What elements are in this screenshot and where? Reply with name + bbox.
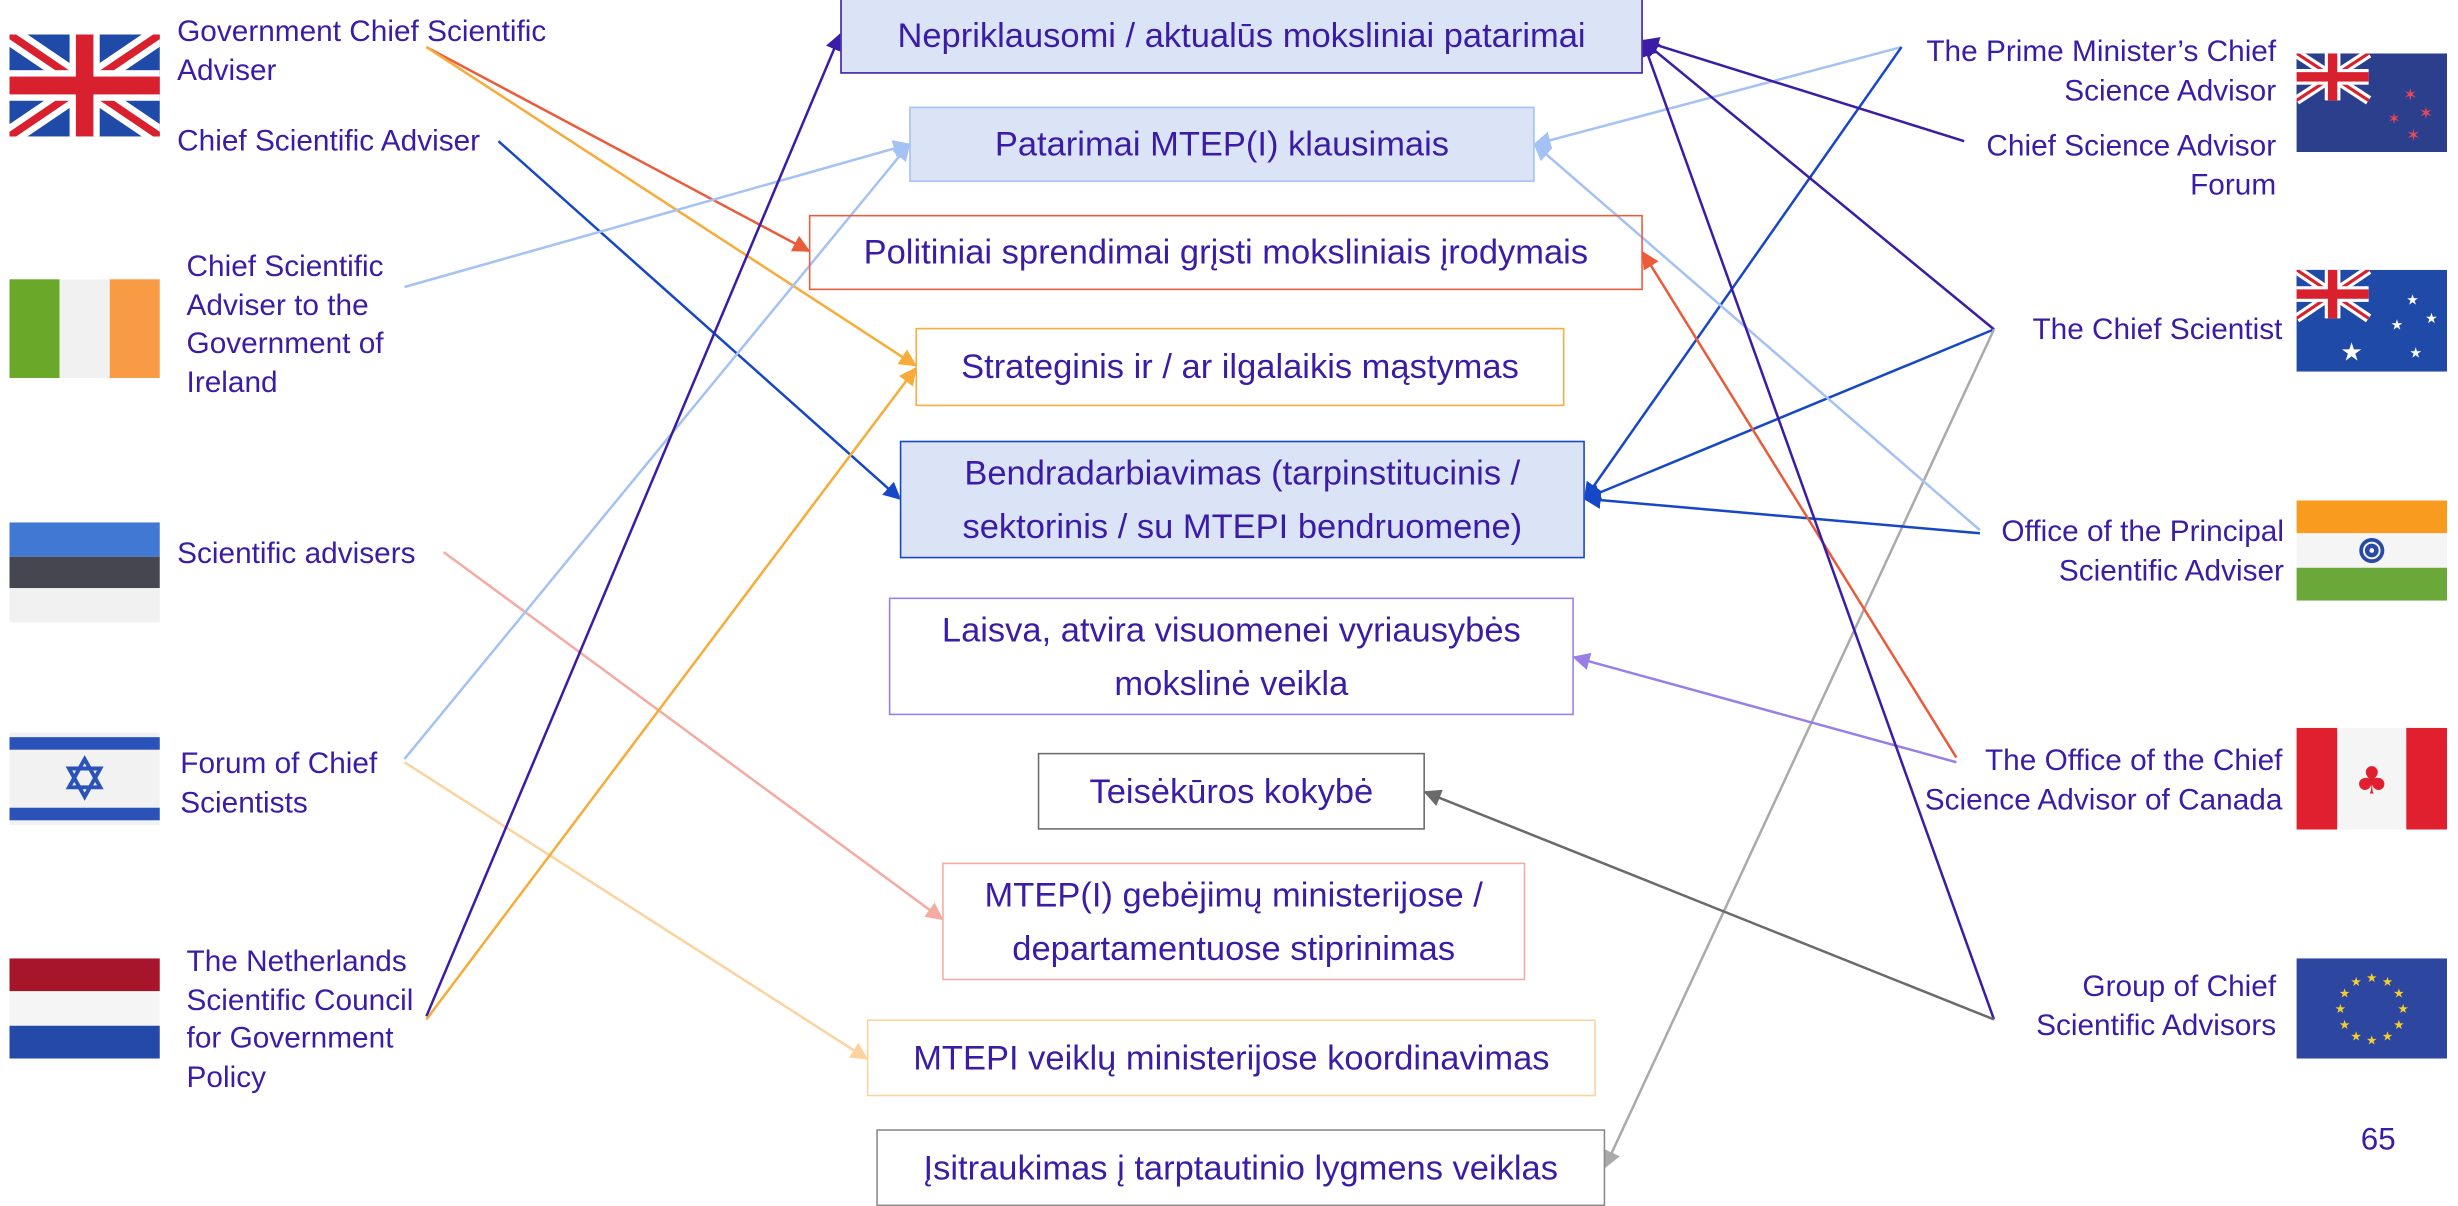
box-independent-advice: Nepriklausomi / aktualūs moksliniai pata…	[840, 0, 1643, 74]
page-number: 65	[2360, 1122, 2396, 1158]
svg-text:★: ★	[2382, 974, 2393, 989]
svg-text:✶: ✶	[2406, 126, 2420, 146]
link-israel-to-coordination	[403, 761, 869, 1060]
label-nz-csa-forum: Chief Science Advisor Forum	[1986, 130, 2277, 202]
european-union-flag: ★★★★★★★★★★★★	[2296, 958, 2448, 1059]
label-nz-pm-csa: The Prime Minister’s Chief Science Advis…	[1926, 36, 2277, 108]
australia-flag: ★ ★ ★ ★ ★	[2296, 269, 2448, 372]
svg-text:★: ★	[2382, 1028, 2393, 1043]
box-legislation-quality: Teisėkūros kokybė	[1037, 752, 1425, 830]
svg-text:★: ★	[2391, 317, 2404, 333]
svg-text:★: ★	[2393, 1017, 2404, 1032]
box-rdi-advice: Patarimai MTEP(I) klausimais	[909, 106, 1535, 182]
svg-text:★: ★	[2339, 1017, 2350, 1032]
link-ireland-to-rdi	[404, 140, 911, 289]
link-eu-to-legislation	[1423, 789, 1995, 1021]
svg-text:★: ★	[2335, 1001, 2346, 1016]
link-nz-pm-to-rdi	[1532, 45, 1902, 149]
label-israel-forum: Forum of Chief Scientists	[180, 748, 378, 820]
svg-text:✶: ✶	[2403, 85, 2417, 105]
link-india-to-rdi	[1533, 143, 1981, 532]
india-flag	[2296, 500, 2448, 601]
link-au-to-international	[1603, 328, 1996, 1169]
canada-flag: ♣	[2296, 727, 2448, 830]
link-estonia-to-capacity	[442, 551, 944, 921]
link-netherlands-to-strategic	[425, 367, 917, 1021]
svg-text:★: ★	[2366, 970, 2377, 985]
box-open-science: Laisva, atvira visuomenei vyriausybės mo…	[888, 597, 1574, 716]
label-canada-csa-office: The Office of the Chief Science Advisor …	[1924, 744, 2283, 817]
link-au-to-collaboration	[1583, 328, 1995, 501]
link-eu-to-independent	[1639, 39, 1996, 1020]
label-ireland-csa: Chief Scientific Adviser to the Governme…	[186, 250, 384, 400]
ireland-flag	[9, 279, 160, 378]
svg-text:★: ★	[2406, 292, 2419, 308]
svg-text:★: ★	[2339, 985, 2350, 1000]
svg-text:★: ★	[2366, 1033, 2377, 1048]
estonia-flag	[9, 522, 160, 623]
svg-text:★: ★	[2425, 311, 2438, 327]
link-nz-pm-to-collaboration	[1583, 46, 1903, 501]
svg-text:✶: ✶	[2387, 109, 2400, 128]
box-coordination: MTEPI veiklų ministerijose koordinavimas	[866, 1019, 1596, 1097]
svg-text:★: ★	[2398, 1001, 2409, 1016]
label-eu-gcsa: Group of Chief Scientific Advisors	[2036, 970, 2277, 1043]
svg-text:★: ★	[2350, 974, 2361, 989]
link-netherlands-to-independent	[425, 32, 843, 1017]
link-uk-csa-to-collaboration	[497, 140, 902, 500]
link-canada-to-open-science	[1572, 652, 1957, 764]
box-evidence-based-policy: Politiniai sprendimai grįsti moksliniais…	[808, 214, 1643, 291]
link-uk-gcsa-to-evidence	[425, 45, 811, 253]
netherlands-flag	[9, 958, 160, 1059]
box-collaboration: Bendradarbiavimas (tarpinstitucinis / se…	[899, 440, 1585, 559]
svg-text:♣: ♣	[2355, 759, 2389, 803]
link-india-to-collaboration	[1583, 491, 1980, 535]
svg-text:✶: ✶	[2419, 104, 2433, 124]
new-zealand-flag: ✶ ✶ ✶ ✶	[2296, 53, 2448, 153]
box-international-engagement: Įsitraukimas į tarptautinio lygmens veik…	[876, 1129, 1606, 1206]
label-india-psa: Office of the Principal Scientific Advis…	[2001, 516, 2284, 588]
svg-text:★: ★	[2409, 346, 2422, 362]
link-uk-gcsa-to-strategic	[425, 46, 917, 367]
link-au-to-independent	[1641, 39, 1995, 331]
link-nz-forum-to-independent	[1641, 37, 1965, 143]
box-capacity-building: MTEP(I) gebėjimų ministerijose / departa…	[942, 862, 1526, 981]
label-netherlands-council: The Netherlands Scientific Council for G…	[186, 945, 414, 1094]
united-kingdom-flag	[9, 34, 160, 137]
label-australia-chief-scientist: The Chief Scientist	[2032, 313, 2283, 347]
label-estonia-advisers: Scientific advisers	[177, 537, 416, 571]
label-uk-csa: Chief Scientific Adviser	[177, 125, 481, 159]
link-canada-to-evidence	[1641, 251, 1958, 759]
box-strategic-thinking: Strateginis ir / ar ilgalaikis mąstymas	[915, 327, 1565, 407]
svg-text:★: ★	[2393, 985, 2404, 1000]
svg-text:★: ★	[2340, 338, 2362, 367]
link-israel-to-rdi	[403, 142, 911, 760]
label-uk-gcsa: Government Chief Scientific Adviser	[177, 15, 547, 88]
israel-flag	[9, 732, 160, 825]
svg-text:★: ★	[2350, 1028, 2361, 1043]
